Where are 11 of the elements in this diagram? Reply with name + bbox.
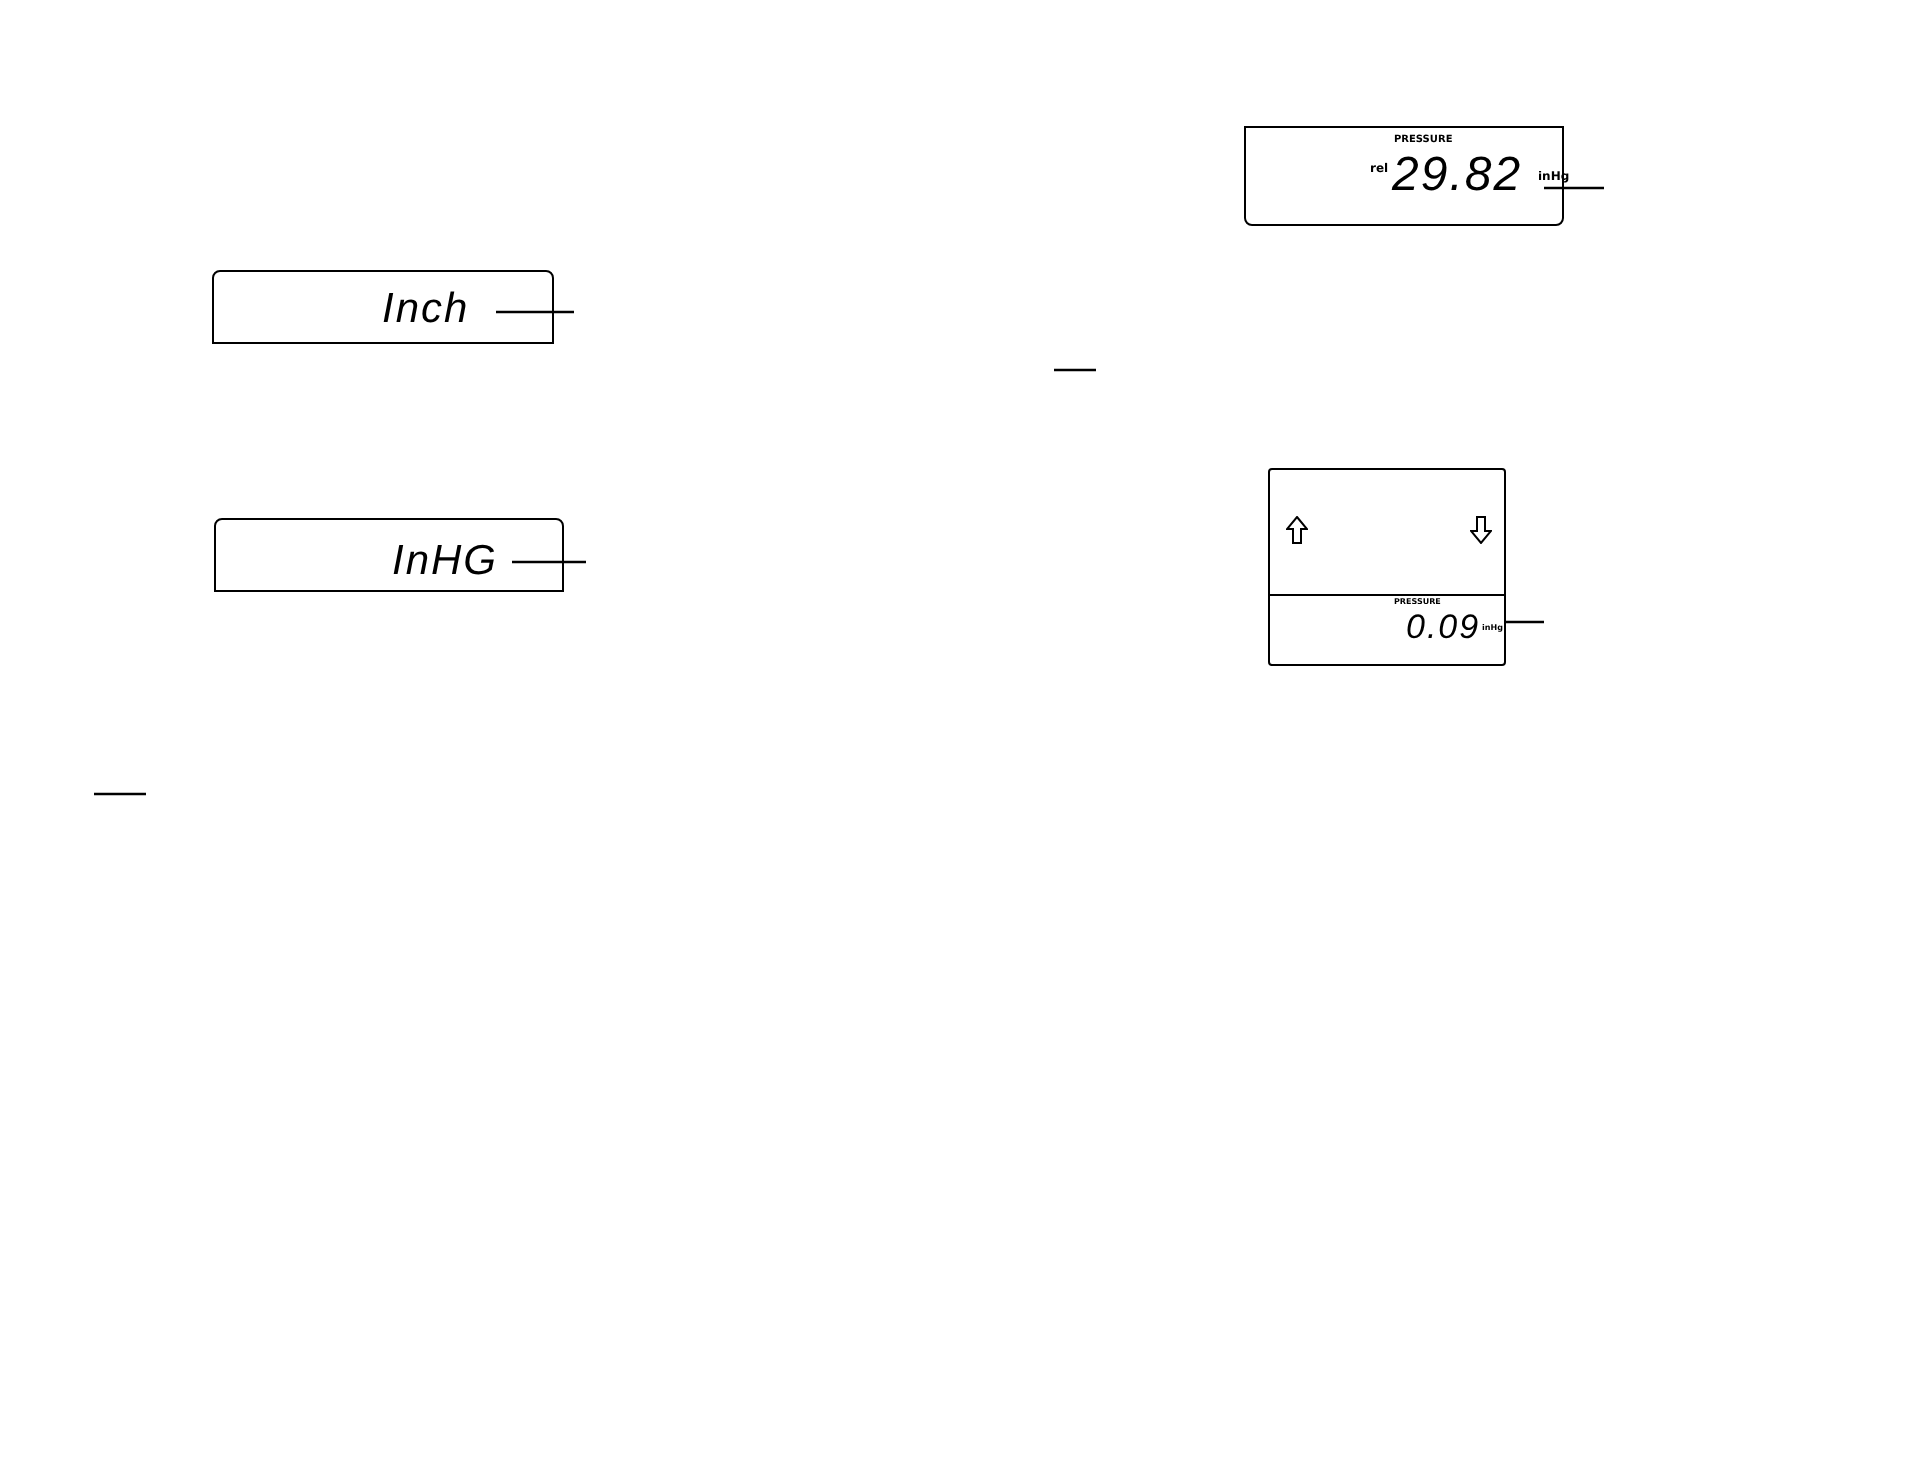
display-reading: 0.09 — [1406, 610, 1481, 644]
leader-line — [512, 560, 586, 564]
lcd-display — [214, 518, 564, 592]
lcd-display — [1268, 468, 1506, 666]
lcd-display — [212, 270, 554, 344]
display-reading: Inch — [382, 288, 470, 330]
leader-line — [1504, 620, 1544, 624]
display-reading: 29.82 — [1392, 152, 1523, 200]
leader-line — [1544, 186, 1604, 190]
display-reading: InHG — [392, 540, 499, 582]
leader-line — [496, 310, 574, 314]
